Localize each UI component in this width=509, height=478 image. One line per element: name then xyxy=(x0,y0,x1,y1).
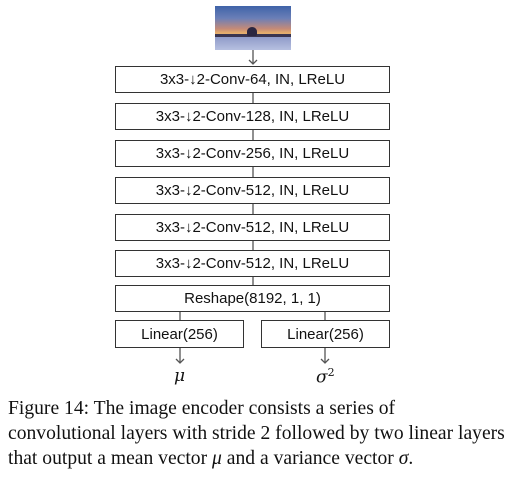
sigma-symbol: σ xyxy=(316,367,328,388)
conv-layer-6: 3x3-↓2-Conv-512, IN, LReLU xyxy=(115,250,390,277)
conv-layer-2-label: 3x3-↓2-Conv-128, IN, LReLU xyxy=(155,108,350,125)
conv-layer-5: 3x3-↓2-Conv-512, IN, LReLU xyxy=(115,214,390,241)
conv-layer-2: 3x3-↓2-Conv-128, IN, LReLU xyxy=(115,103,390,130)
snow-ground xyxy=(215,37,291,50)
caption-text: Figure 14: The image encoder consists a … xyxy=(8,398,505,469)
reshape-layer: Reshape(8192, 1, 1) xyxy=(115,285,390,312)
linear-layer-sigma: Linear(256) xyxy=(261,320,390,348)
sigma-exponent: 2 xyxy=(327,366,335,379)
figure-caption: Figure 14: The image encoder consists a … xyxy=(8,396,506,471)
tree xyxy=(247,27,257,36)
conv-layer-4-label: 3x3-↓2-Conv-512, IN, LReLU xyxy=(155,182,350,199)
caption-sigma: σ xyxy=(398,448,409,469)
conv-layer-3: 3x3-↓2-Conv-256, IN, LReLU xyxy=(115,140,390,167)
reshape-label: Reshape(8192, 1, 1) xyxy=(184,290,321,307)
conv-layer-1: 3x3-↓2-Conv-64, IN, LReLU xyxy=(115,66,390,93)
input-image xyxy=(215,6,291,50)
linear-mu-label: Linear(256) xyxy=(141,325,218,343)
linear-sigma-label: Linear(256) xyxy=(287,325,364,343)
conv-layer-6-label: 3x3-↓2-Conv-512, IN, LReLU xyxy=(155,255,350,272)
conv-layer-1-label: 3x3-↓2-Conv-64, IN, LReLU xyxy=(159,71,346,88)
conv-layer-5-label: 3x3-↓2-Conv-512, IN, LReLU xyxy=(155,219,350,236)
mu-symbol: μ xyxy=(174,366,186,386)
linear-layer-mu: Linear(256) xyxy=(115,320,244,348)
sigma-squared-output: σ2 xyxy=(316,366,335,388)
caption-mu: μ xyxy=(212,448,222,469)
caption-end: . xyxy=(408,448,414,469)
caption-mid: and a variance vector xyxy=(221,448,399,469)
conv-layer-3-label: 3x3-↓2-Conv-256, IN, LReLU xyxy=(155,145,350,162)
mu-output: μ xyxy=(174,366,185,386)
conv-layer-4: 3x3-↓2-Conv-512, IN, LReLU xyxy=(115,177,390,204)
